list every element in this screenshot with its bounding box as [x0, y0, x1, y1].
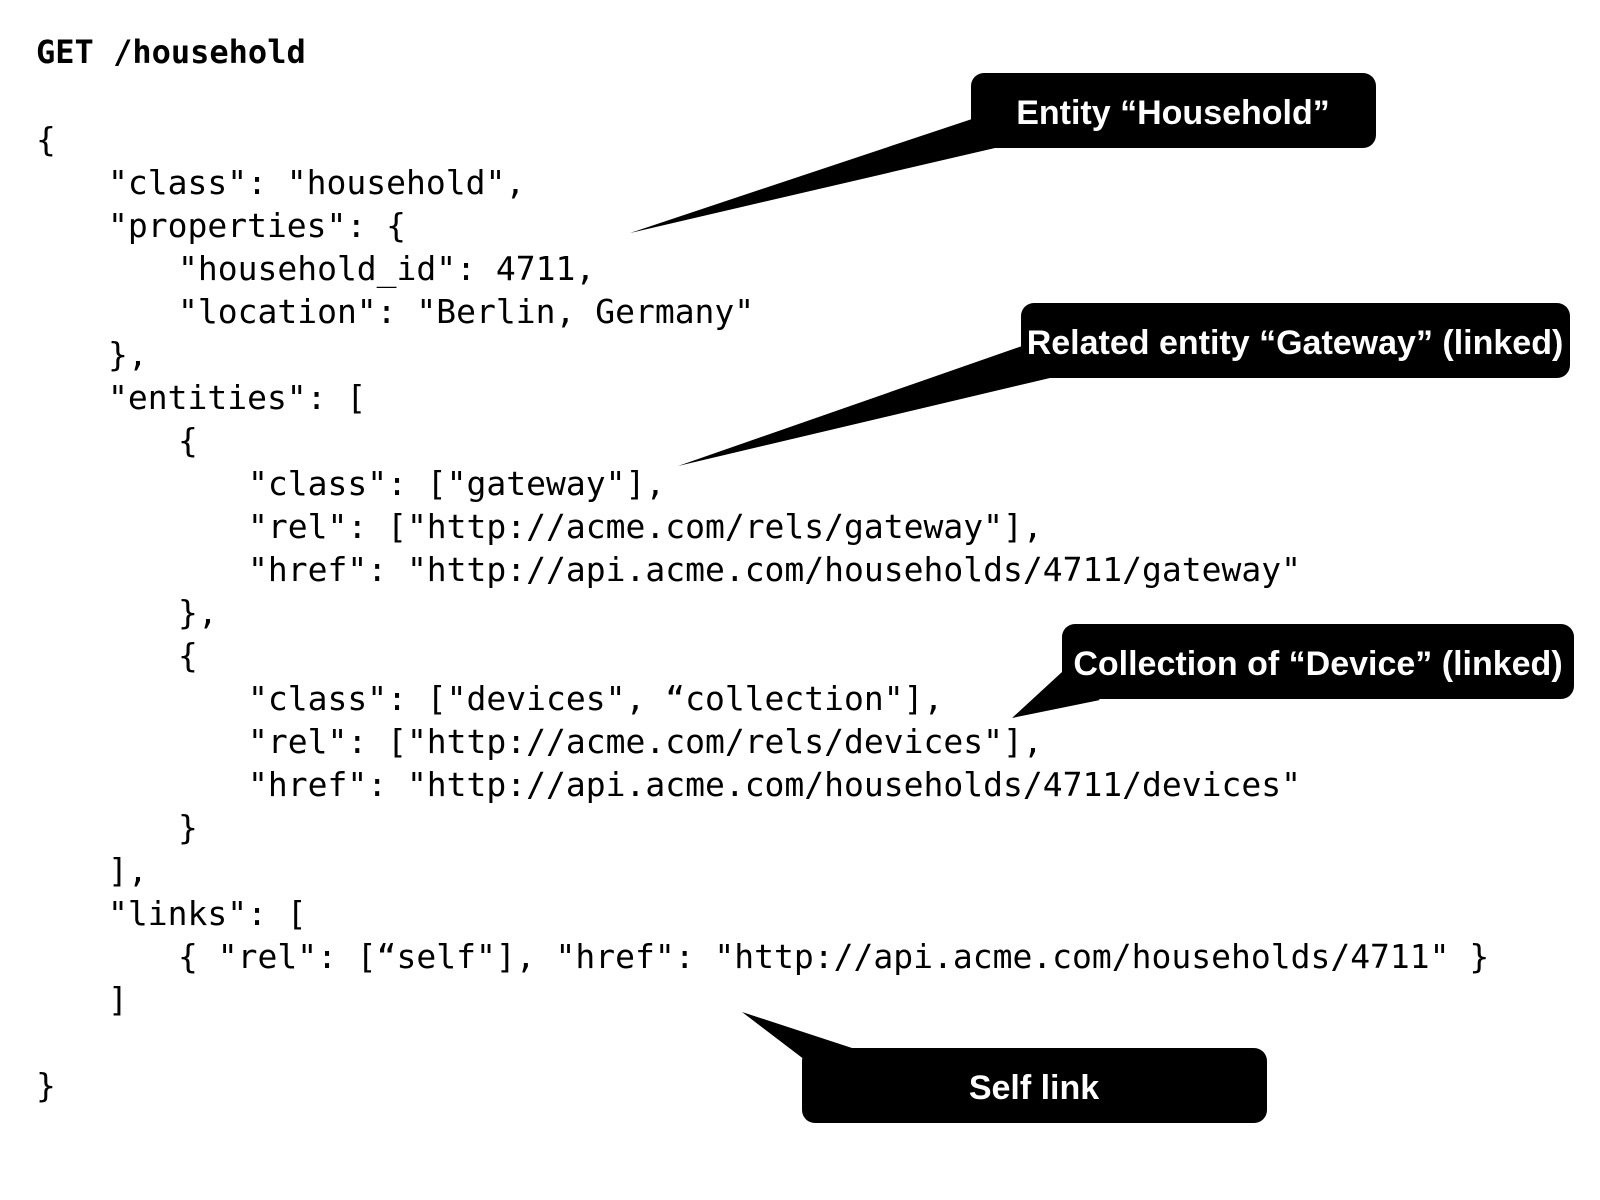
code-line: "location": "Berlin, Germany" [178, 292, 755, 331]
code-line: "class": ["gateway"], [248, 464, 666, 503]
code-line: "household_id": 4711, [178, 249, 596, 288]
callout-devices-label: Collection of “Device” (linked) [1073, 645, 1562, 683]
code-line: "links": [ [108, 894, 307, 933]
callout-gateway: Related entity “Gateway” (linked) [678, 303, 1570, 466]
callout-devices-box [1062, 624, 1574, 699]
code-line: "rel": ["http://acme.com/rels/devices"], [248, 722, 1043, 761]
code-line: "href": "http://api.acme.com/households/… [248, 765, 1301, 804]
code-line: "properties": { [108, 206, 407, 245]
code-line: { "rel": [“self"], "href": "http://api.a… [178, 937, 1490, 976]
code-line: } [178, 808, 198, 847]
code-line: ] [108, 980, 128, 1019]
code-line: ], [108, 851, 148, 890]
callout-household: Entity “Household” [630, 73, 1376, 233]
callout-self-label: Self link [969, 1069, 1099, 1107]
callout-gateway-pointer [678, 345, 1050, 466]
callout-gateway-label: Related entity “Gateway” (linked) [1027, 324, 1564, 362]
callout-household-box [971, 73, 1376, 148]
code-line: "rel": ["http://acme.com/rels/gateway"], [248, 507, 1043, 546]
code-line: "class": "household", [108, 163, 526, 202]
callout-household-label: Entity “Household” [1016, 94, 1330, 132]
callout-self-box [802, 1048, 1267, 1123]
callout-devices: Collection of “Device” (linked) [1012, 624, 1574, 718]
code-line: }, [178, 593, 218, 632]
code-line: "entities": [ [108, 378, 367, 417]
callout-self: Self link [742, 1012, 1267, 1123]
callout-devices-pointer [1012, 672, 1100, 718]
callout-household-pointer [630, 118, 995, 233]
code-line: "class": ["devices", “collection"], [248, 679, 944, 718]
code-line: } [36, 1066, 56, 1105]
code-line: { [178, 421, 198, 460]
code-line: }, [108, 335, 148, 374]
code-line: "href": "http://api.acme.com/households/… [248, 550, 1301, 589]
code-line: { [178, 636, 198, 675]
code-line: { [36, 120, 56, 159]
request-line: GET /household [36, 33, 306, 71]
callout-gateway-box [1021, 303, 1570, 378]
json-code-block: { "class": "household", "properties": { … [36, 118, 1489, 1107]
